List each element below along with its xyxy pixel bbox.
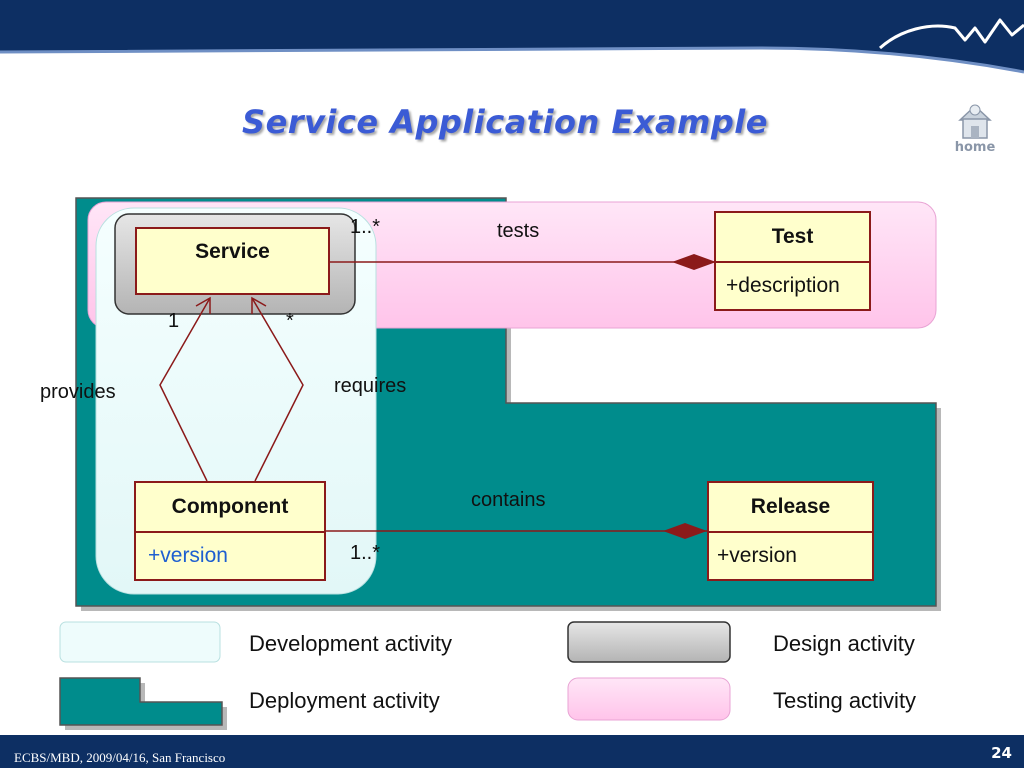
legend-development-swatch — [59, 621, 221, 663]
release-class-name: Release — [709, 483, 872, 533]
footer-band — [0, 735, 1024, 768]
tests-multiplicity: 1..* — [350, 216, 381, 238]
tests-label: tests — [497, 220, 540, 242]
slide-title: Service Application Example — [242, 103, 768, 141]
requires-label: requires — [334, 375, 407, 397]
release-class-box: Release +version — [707, 481, 874, 581]
provides-association-line — [159, 297, 211, 482]
page-number: 24 — [991, 744, 1012, 762]
test-class-box: Test +description — [714, 211, 871, 311]
component-class-name: Component — [136, 483, 324, 533]
component-class-box: Component +version — [134, 481, 326, 581]
header-scribble-icon — [878, 18, 1024, 50]
legend-deployment-label: Deployment activity — [249, 688, 440, 713]
legend-testing-swatch — [567, 677, 731, 721]
home-icon — [958, 104, 992, 139]
legend-testing-label: Testing activity — [773, 688, 917, 713]
home-button[interactable]: home — [948, 98, 1002, 158]
contains-multiplicity: 1..* — [350, 542, 381, 564]
home-label: home — [954, 140, 996, 155]
requires-association-line — [251, 297, 304, 482]
legend-development-label: Development activity — [249, 631, 452, 656]
contains-label: contains — [471, 489, 546, 511]
header-band — [0, 0, 1024, 74]
service-class-box: Service — [135, 227, 330, 295]
contains-aggregation-diamond — [663, 523, 707, 539]
requires-arrowhead — [251, 296, 267, 314]
test-class-name: Test — [716, 213, 869, 263]
legend-deployment-swatch — [59, 677, 227, 730]
provides-label: provides — [40, 381, 116, 403]
component-class-attribute: +version — [148, 544, 228, 567]
requires-multiplicity: * — [286, 310, 294, 332]
test-class-attribute: +description — [726, 274, 840, 297]
tests-aggregation-diamond — [672, 254, 716, 270]
release-class-attribute: +version — [717, 544, 797, 567]
legend-design-label: Design activity — [773, 631, 915, 656]
provides-arrowhead — [195, 296, 211, 314]
legend-design-swatch — [567, 621, 731, 663]
service-class-name: Service — [195, 240, 270, 263]
provides-multiplicity: 1 — [168, 310, 180, 332]
footer-citation: ECBS/MBD, 2009/04/16, San Francisco — [14, 750, 226, 765]
